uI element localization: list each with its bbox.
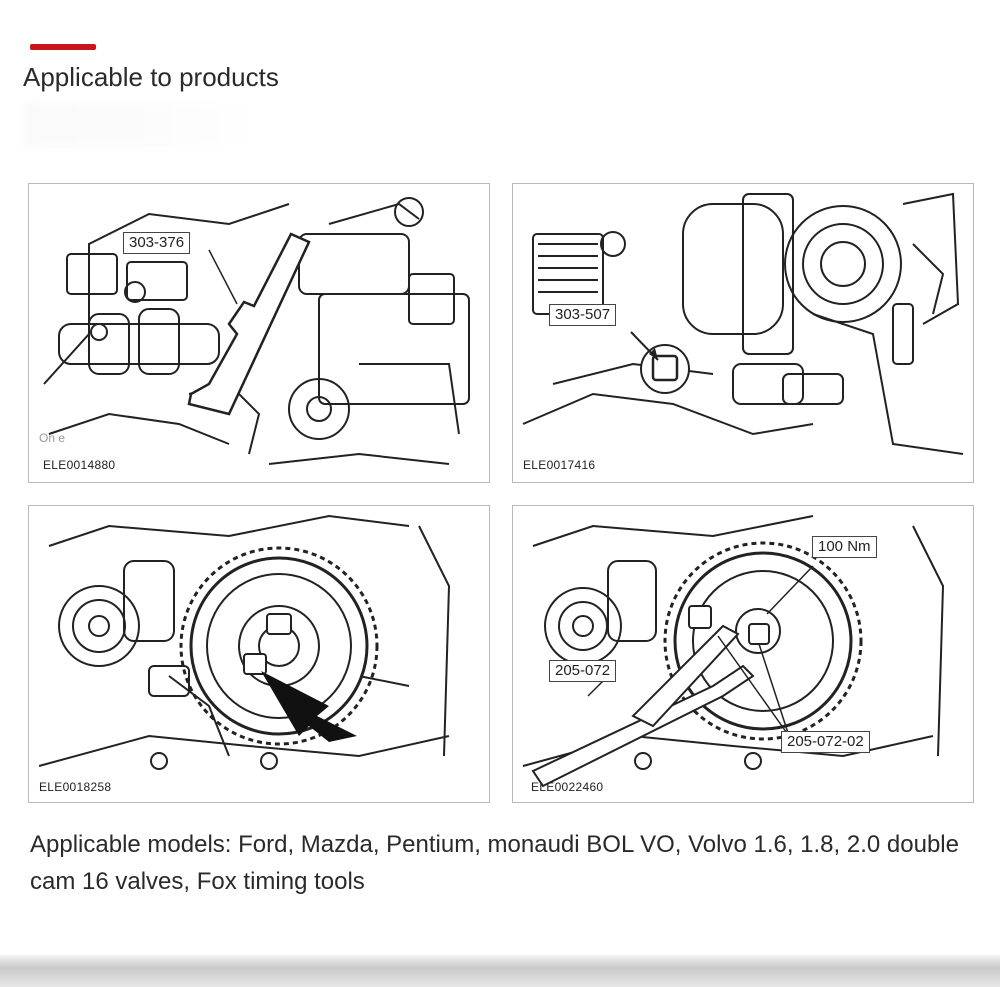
diagram-panel-camshaft: 303-376 On e ELE0014880 — [28, 183, 490, 483]
figure-code: ELE0018258 — [39, 780, 112, 794]
faded-subtitle — [24, 102, 254, 148]
camshaft-illustration — [43, 197, 470, 465]
accent-bar — [30, 44, 96, 50]
figure-code: ELE0017416 — [523, 458, 596, 472]
torque-label: 100 Nm — [812, 536, 877, 558]
figure-code: ELE0014880 — [43, 458, 116, 472]
diagram-panel-timing-peg: 303-507 ELE0017416 — [512, 183, 974, 483]
timing-peg-illustration — [522, 192, 964, 455]
holding-tool-illustration — [522, 515, 945, 788]
pulley-illustration — [38, 514, 451, 770]
diagram-panel-pulley: ELE0018258 — [28, 505, 490, 803]
watermark-text: On e — [39, 431, 66, 445]
tool-label-205-072: 205-072 — [549, 660, 617, 682]
applicable-models-caption: Applicable models: Ford, Mazda, Pentium,… — [30, 831, 959, 895]
tool-label-303-376: 303-376 — [123, 232, 191, 254]
bottom-divider — [0, 955, 1000, 987]
diagram-panel-holding-tool: 100 Nm 205-072 205-072-02 ELE0022460 — [512, 505, 974, 803]
page-title: Applicable to products — [23, 62, 279, 92]
tool-label-303-507: 303-507 — [549, 304, 617, 326]
figure-code: ELE0022460 — [531, 780, 604, 794]
tool-label-205-072-02: 205-072-02 — [781, 731, 870, 753]
